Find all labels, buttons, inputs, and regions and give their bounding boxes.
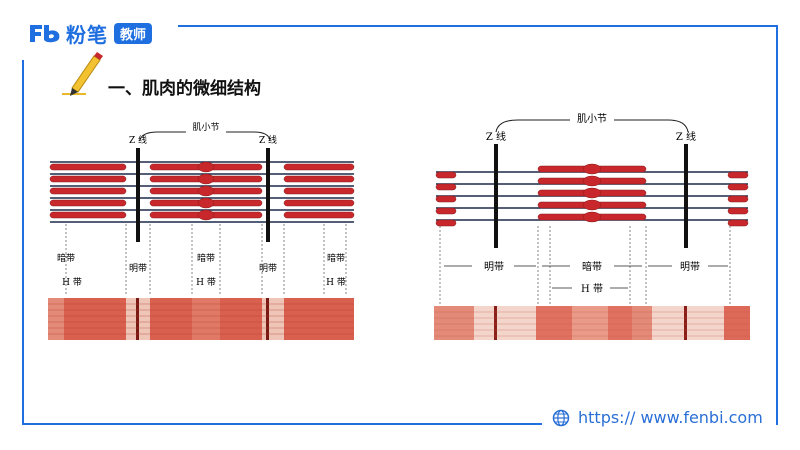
- sarcomere-label: 肌小节: [192, 122, 219, 133]
- z-line-left: [494, 144, 498, 248]
- frame-bottom-line: [22, 423, 542, 425]
- h-band-label-3: H 带: [326, 277, 346, 288]
- frame-right-line: [776, 25, 778, 425]
- z-line-label-left: Z 线: [486, 130, 506, 143]
- light-band-label-2: 明带: [259, 263, 277, 274]
- myosin-filaments-center: [537, 163, 647, 223]
- myosin-filaments-left: [49, 163, 127, 219]
- z-line-right: [684, 144, 688, 248]
- h-band-label: H 带: [581, 283, 603, 295]
- globe-icon: [552, 409, 570, 426]
- z-line-label-left: Z 线: [129, 134, 147, 146]
- logo-text: 粉笔: [66, 22, 108, 47]
- z-line-left: [136, 148, 140, 242]
- frame-left-line: [22, 60, 24, 424]
- sarcomere-bracket: [139, 131, 186, 141]
- h-band-label-2: H 带: [196, 277, 216, 288]
- brand-logo: 粉笔 教师: [28, 20, 153, 47]
- slide-title: 一、肌肉的微细结构: [108, 79, 261, 99]
- pen-icon: [62, 52, 103, 96]
- left-sarcomere-diagram: 肌小节 Z 线 Z 线: [48, 122, 355, 340]
- sarcomere-bracket: [495, 119, 570, 133]
- actin-filaments: [50, 161, 354, 223]
- myosin-filaments-edges: [435, 171, 749, 227]
- sarcomere-label: 肌小节: [577, 113, 607, 125]
- light-band-label-left: 明带: [484, 261, 504, 273]
- h-band-label-1: H 带: [62, 277, 82, 288]
- dark-band-label: 暗带: [582, 260, 602, 273]
- band-guides: [439, 226, 731, 304]
- right-sarcomere-diagram: 肌小节 Z 线 Z 线: [434, 113, 750, 340]
- sarcomere-bracket-right: [226, 131, 271, 141]
- footer-url-text[interactable]: https:// www.fenbi.com: [578, 408, 763, 427]
- band-arrows: [444, 265, 728, 289]
- left-micrograph: [48, 298, 354, 340]
- myosin-filaments-center: [149, 161, 263, 221]
- logo-badge: 教师: [114, 22, 153, 44]
- z-line-label-right: Z 线: [259, 134, 277, 146]
- frame-top-line: [178, 25, 778, 27]
- myosin-filaments-right: [283, 163, 355, 219]
- footer-url[interactable]: https:// www.fenbi.com: [552, 408, 763, 427]
- light-band-label-1: 明带: [129, 263, 147, 274]
- light-band-label-right: 明带: [680, 261, 700, 273]
- sarcomere-bracket-right: [614, 119, 689, 133]
- z-line-label-right: Z 线: [676, 130, 696, 143]
- dark-band-label-3: 暗带: [327, 252, 345, 264]
- dark-band-label-2: 暗带: [197, 252, 215, 264]
- right-micrograph: [434, 306, 750, 340]
- z-line-right: [266, 148, 270, 242]
- dark-band-label-1: 暗带: [57, 252, 75, 264]
- band-guides: [65, 224, 347, 296]
- fenbi-logo-icon: [30, 25, 60, 43]
